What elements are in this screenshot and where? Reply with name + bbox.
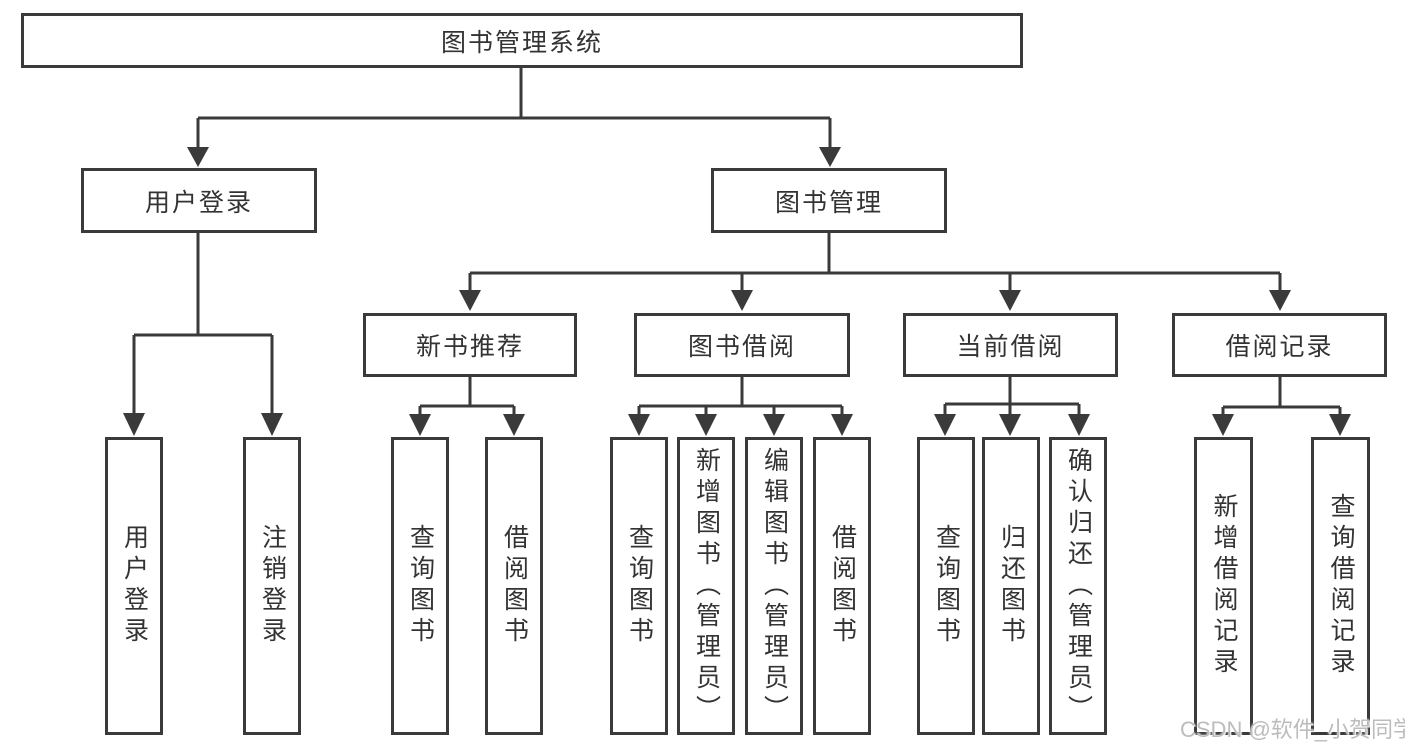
node-book-management-label: 图书管理 — [774, 188, 883, 217]
leaf-return-books: 归还图书 — [982, 437, 1040, 735]
node-borrowing-records-label: 借阅记录 — [1225, 333, 1334, 361]
leaf-add-book-admin-label: 新增图书（管理员） — [692, 446, 721, 726]
node-root-label: 图书管理系统 — [440, 28, 603, 57]
leaf-query-books-current: 查询图书 — [917, 437, 975, 735]
leaf-confirm-return-admin-label: 确认归还（管理员） — [1064, 446, 1093, 726]
leaf-return-books-label: 归还图书 — [997, 524, 1026, 648]
leaf-query-borrow-record-label: 查询借阅记录 — [1327, 493, 1355, 679]
leaf-edit-book-admin: 编辑图书（管理员） — [745, 437, 803, 735]
arrow-stems — [132, 118, 1342, 416]
leaf-edit-book-admin-label: 编辑图书（管理员） — [760, 446, 789, 726]
leaf-add-book-admin: 新增图书（管理员） — [677, 437, 735, 735]
leaf-borrow-books-recommend-label: 借阅图书 — [500, 524, 529, 648]
node-user-login: 用户登录 — [81, 168, 317, 233]
node-current-borrowing: 当前借阅 — [903, 313, 1118, 377]
leaf-add-borrow-record-label: 新增借阅记录 — [1210, 493, 1238, 679]
leaf-add-borrow-record: 新增借阅记录 — [1194, 437, 1253, 735]
leaf-confirm-return-admin: 确认归还（管理员） — [1049, 437, 1107, 735]
node-new-book-recommendation: 新书推荐 — [363, 313, 577, 377]
leaf-logout-label: 注销登录 — [258, 524, 287, 648]
node-new-book-recommendation-label: 新书推荐 — [415, 333, 524, 361]
leaf-query-books-borrowing-label: 查询图书 — [625, 524, 654, 648]
node-user-login-label: 用户登录 — [144, 188, 253, 217]
leaf-query-books-recommend-label: 查询图书 — [406, 524, 435, 648]
node-root: 图书管理系统 — [21, 13, 1023, 68]
leaf-query-books-borrowing: 查询图书 — [610, 437, 668, 735]
leaf-borrow-books-borrowing: 借阅图书 — [813, 437, 871, 735]
leaf-borrow-books-recommend: 借阅图书 — [485, 437, 543, 735]
leaf-user-login-label: 用户登录 — [120, 524, 149, 648]
node-book-borrowing-label: 图书借阅 — [687, 333, 796, 361]
leaf-logout: 注销登录 — [243, 437, 301, 735]
node-book-borrowing: 图书借阅 — [634, 313, 850, 377]
node-borrowing-records: 借阅记录 — [1172, 313, 1387, 377]
node-book-management: 图书管理 — [711, 168, 947, 233]
leaf-query-borrow-record: 查询借阅记录 — [1311, 437, 1370, 735]
leaf-borrow-books-borrowing-label: 借阅图书 — [828, 524, 857, 648]
watermark: CSDN @软件_小贺同学 — [1180, 717, 1405, 742]
leaf-query-books-recommend: 查询图书 — [391, 437, 449, 735]
arrowheads — [123, 147, 1351, 436]
leaf-user-login: 用户登录 — [105, 437, 163, 735]
node-current-borrowing-label: 当前借阅 — [956, 333, 1065, 361]
leaf-query-books-current-label: 查询图书 — [932, 524, 961, 648]
tree-branch-lines — [134, 68, 1340, 409]
